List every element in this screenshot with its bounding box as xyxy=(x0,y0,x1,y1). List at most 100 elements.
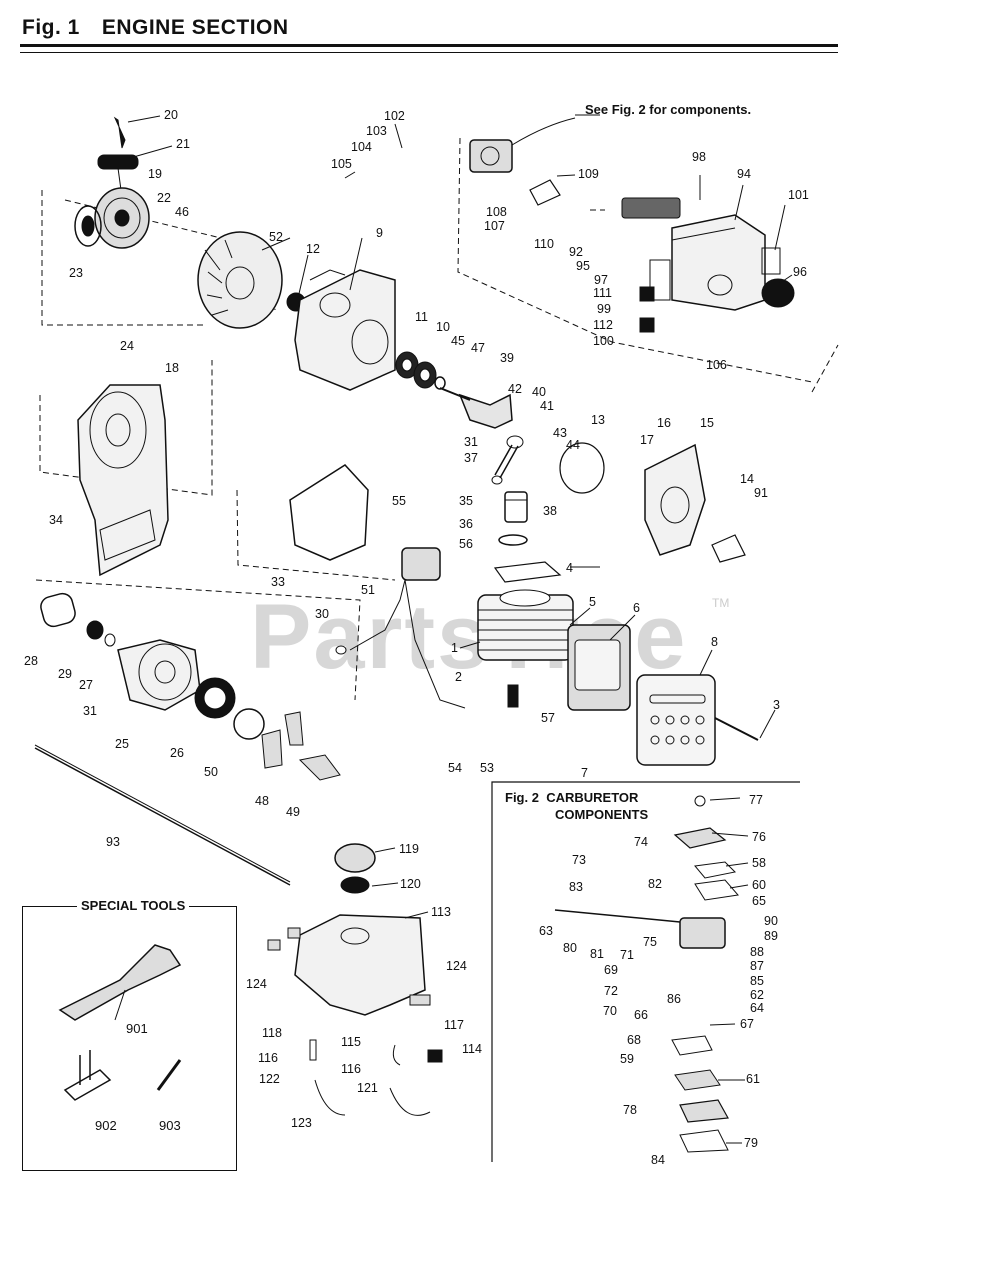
part-label: 88 xyxy=(750,945,764,959)
part-label: 87 xyxy=(750,959,764,973)
part-label: 111 xyxy=(593,286,612,300)
part-label: 124 xyxy=(446,959,467,973)
part-label: 84 xyxy=(651,1153,665,1167)
part-label: 3 xyxy=(773,698,780,712)
part-label: 114 xyxy=(462,1042,482,1056)
fig2-title-line2: COMPONENTS xyxy=(555,807,649,822)
part-label: 28 xyxy=(24,654,38,668)
part-label: 21 xyxy=(176,137,190,151)
part-label: 30 xyxy=(315,607,329,621)
part-label: 110 xyxy=(534,237,554,251)
part-label: 75 xyxy=(643,935,657,949)
part-label: 69 xyxy=(604,963,618,977)
air-box xyxy=(649,214,766,311)
part-label: 83 xyxy=(569,880,583,894)
part-label: 7 xyxy=(581,766,588,780)
part-label: 77 xyxy=(749,793,763,807)
special-tools-box xyxy=(22,906,237,1171)
figure-number: Fig. 1 xyxy=(22,16,80,39)
part-label: 60 xyxy=(752,878,766,892)
clutch-housing xyxy=(117,639,201,711)
part-label: 78 xyxy=(623,1103,637,1117)
part-label: 58 xyxy=(752,856,766,870)
part-label: 86 xyxy=(667,992,681,1006)
figure-heading: ENGINE SECTION xyxy=(101,16,289,39)
part-label: 118 xyxy=(262,1026,282,1040)
part-label: 10 xyxy=(436,320,450,334)
part-label: 117 xyxy=(444,1018,464,1032)
fuel-tank xyxy=(294,843,426,1016)
part-label: 2 xyxy=(455,670,462,684)
part-label: 70 xyxy=(603,1004,617,1018)
part-label: 119 xyxy=(399,842,419,856)
part-label: 51 xyxy=(361,583,375,597)
part-label: 18 xyxy=(165,361,179,375)
part-label: 71 xyxy=(620,948,634,962)
part-label: 103 xyxy=(366,124,387,138)
part-label: 27 xyxy=(79,678,93,692)
tool-label-901: 901 xyxy=(126,1021,148,1036)
part-label: 31 xyxy=(83,704,97,718)
crankcase xyxy=(294,269,396,391)
part-label: 14 xyxy=(740,472,754,486)
part-label: 61 xyxy=(746,1072,760,1086)
part-label: 104 xyxy=(351,140,372,154)
part-label: 76 xyxy=(752,830,766,844)
part-label: 124 xyxy=(246,977,267,991)
part-label: 63 xyxy=(539,924,553,938)
part-label: 1 xyxy=(451,641,458,655)
part-label: 68 xyxy=(627,1033,641,1047)
part-label: 43 xyxy=(553,426,567,440)
part-label: 121 xyxy=(357,1081,378,1095)
part-label: 112 xyxy=(593,318,613,332)
part-label: 16 xyxy=(657,416,671,430)
part-label: 79 xyxy=(744,1136,758,1150)
part-label: 105 xyxy=(331,157,352,171)
leader-lines xyxy=(114,114,793,1144)
part-label: 97 xyxy=(594,273,608,287)
part-label: 9 xyxy=(376,226,383,240)
fig2-title-line1: CARBURETOR xyxy=(546,790,639,805)
part-number-labels: 20 21 19 22 46 23 52 12 9 102 103 104 10… xyxy=(24,108,809,1167)
part-label: 19 xyxy=(148,167,162,181)
part-label: 74 xyxy=(634,835,648,849)
part-label: 122 xyxy=(259,1072,280,1086)
part-label: 115 xyxy=(341,1035,361,1049)
part-label: 37 xyxy=(464,451,478,465)
part-label: 82 xyxy=(648,877,662,891)
part-label: 109 xyxy=(578,167,599,181)
part-label: 4 xyxy=(566,561,573,575)
title-rule-thin xyxy=(20,52,838,53)
part-label: 67 xyxy=(740,1017,754,1031)
part-label: 15 xyxy=(700,416,714,430)
part-label: 73 xyxy=(572,853,586,867)
part-label: 66 xyxy=(634,1008,648,1022)
part-label: 23 xyxy=(69,266,83,280)
part-label: 89 xyxy=(764,929,778,943)
part-label: 106 xyxy=(706,358,727,372)
part-label: 49 xyxy=(286,805,300,819)
part-label: 20 xyxy=(164,108,178,122)
part-label: 59 xyxy=(620,1052,634,1066)
part-label: 17 xyxy=(640,433,654,447)
part-label: 54 xyxy=(448,761,462,775)
part-label: 22 xyxy=(157,191,171,205)
blower-housing xyxy=(77,384,169,577)
part-label: 95 xyxy=(576,259,590,273)
part-label: 81 xyxy=(590,947,604,961)
part-label: 102 xyxy=(384,109,405,123)
part-label: 123 xyxy=(291,1116,312,1130)
part-label: 72 xyxy=(604,984,618,998)
part-label: 6 xyxy=(633,601,640,615)
part-label: 113 xyxy=(431,905,451,919)
part-label: 24 xyxy=(120,339,134,353)
watermark-trademark: TM xyxy=(712,596,730,610)
starter-assembly xyxy=(74,116,150,249)
part-label: 65 xyxy=(752,894,766,908)
carburetor-exploded xyxy=(554,795,739,1153)
part-label: 47 xyxy=(471,341,485,355)
part-label: 13 xyxy=(591,413,605,427)
part-label: 53 xyxy=(480,761,494,775)
part-label: 57 xyxy=(541,711,555,725)
